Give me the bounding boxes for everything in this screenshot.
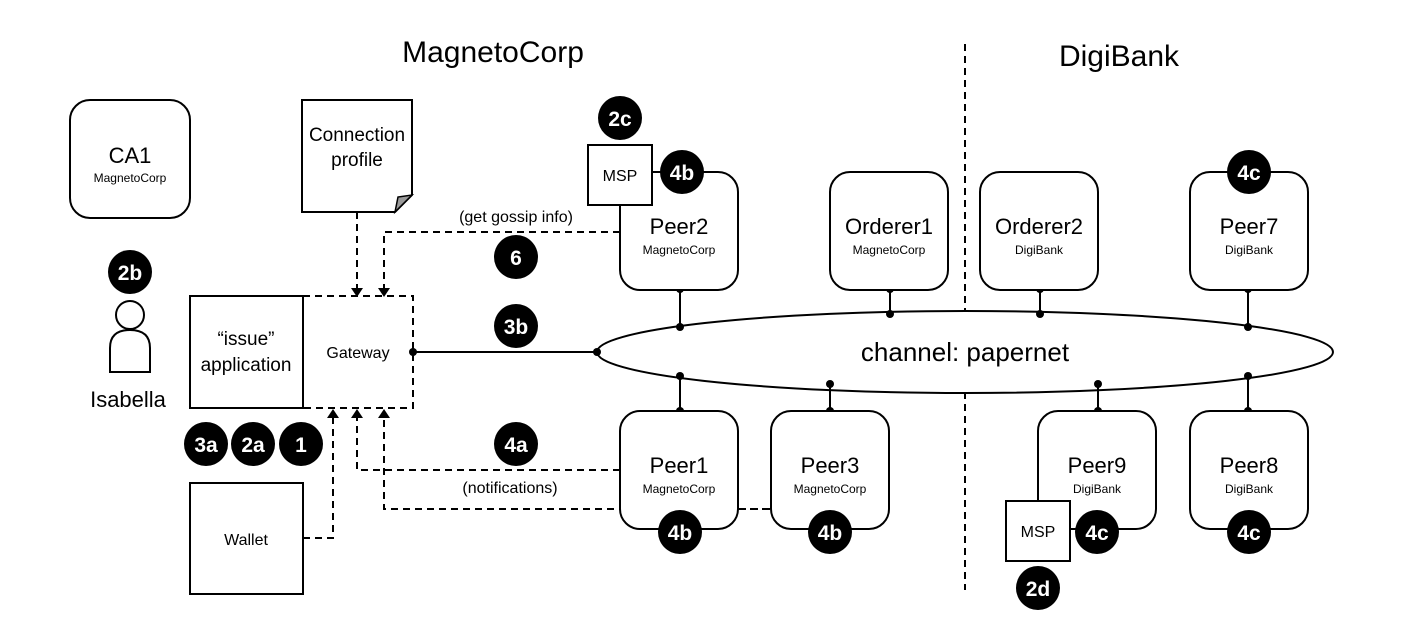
step-badge-2c: 2c <box>598 96 642 140</box>
svg-text:2d: 2d <box>1026 578 1051 601</box>
node-peer1[interactable]: Peer1 MagnetoCorp <box>619 410 739 530</box>
wallet-label: Wallet <box>224 532 268 549</box>
step-badge-4b-peer1: 4b <box>658 510 702 554</box>
svg-text:2a: 2a <box>241 434 265 457</box>
step-badge-3a: 3a <box>184 422 228 466</box>
gateway-channel-link <box>409 348 601 356</box>
notifications-label: (notifications) <box>462 480 557 497</box>
ca1-node[interactable]: CA1 MagnetoCorp <box>69 99 191 219</box>
peer7-org: DigiBank <box>1225 243 1274 257</box>
step-badge-6: 6 <box>494 235 538 279</box>
step-badge-4c-peer9: 4c <box>1075 510 1119 554</box>
svg-text:4c: 4c <box>1237 522 1261 545</box>
svg-text:3b: 3b <box>504 316 529 339</box>
msp-peer2[interactable]: MSP <box>587 144 653 206</box>
svg-text:4c: 4c <box>1085 522 1109 545</box>
svg-text:4c: 4c <box>1237 162 1261 185</box>
peer1-org: MagnetoCorp <box>643 482 716 496</box>
orderer1-org: MagnetoCorp <box>853 243 926 257</box>
peer2-org: MagnetoCorp <box>643 243 716 257</box>
msp-peer2-label: MSP <box>603 168 638 185</box>
svg-text:1: 1 <box>295 434 307 457</box>
svg-text:3a: 3a <box>194 434 218 457</box>
svg-text:4b: 4b <box>818 522 843 545</box>
gateway-label: Gateway <box>326 345 389 362</box>
step-badge-1: 1 <box>279 422 323 466</box>
step-badge-2a: 2a <box>231 422 275 466</box>
orderer2-org: DigiBank <box>1015 243 1064 257</box>
peer7-name: Peer7 <box>1220 214 1279 239</box>
step-badge-4c-peer7: 4c <box>1227 150 1271 194</box>
node-peer8[interactable]: Peer8 DigiBank <box>1189 410 1309 530</box>
svg-text:6: 6 <box>510 247 522 270</box>
channel-papernet[interactable]: channel: papernet <box>596 310 1334 394</box>
step-badge-3b: 3b <box>494 304 538 348</box>
application-line2: application <box>201 355 292 376</box>
msp-peer9-label: MSP <box>1021 524 1056 541</box>
orderer2-name: Orderer2 <box>995 214 1083 239</box>
peer3-org: MagnetoCorp <box>794 482 867 496</box>
wallet-to-gateway <box>303 409 339 539</box>
svg-text:2b: 2b <box>118 262 143 285</box>
svg-text:4a: 4a <box>504 434 528 457</box>
node-orderer2[interactable]: Orderer2 DigiBank <box>979 171 1099 291</box>
orderer1-name: Orderer1 <box>845 214 933 239</box>
svg-text:4b: 4b <box>668 522 693 545</box>
step-badge-4b-peer3: 4b <box>808 510 852 554</box>
node-peer3[interactable]: Peer3 MagnetoCorp <box>770 410 890 530</box>
channel-label: channel: papernet <box>861 337 1070 367</box>
peer8-name: Peer8 <box>1220 453 1279 478</box>
svg-text:2c: 2c <box>608 108 632 131</box>
ca1-name: CA1 <box>109 143 152 168</box>
notifications-flow <box>351 409 770 510</box>
step-badge-4c-peer8: 4c <box>1227 510 1271 554</box>
org-title-digibank: DigiBank <box>1059 40 1180 73</box>
gateway[interactable]: Gateway <box>303 295 414 409</box>
application-line1: “issue” <box>217 329 274 350</box>
step-badge-4b-peer2: 4b <box>660 150 704 194</box>
issue-application[interactable]: “issue” application <box>189 295 304 409</box>
peer2-name: Peer2 <box>650 214 709 239</box>
user-name: Isabella <box>90 387 167 412</box>
peer9-org: DigiBank <box>1073 482 1122 496</box>
node-orderer1[interactable]: Orderer1 MagnetoCorp <box>829 171 949 291</box>
msp-peer9[interactable]: MSP <box>1005 500 1071 562</box>
step-badge-4a: 4a <box>494 422 538 466</box>
connection-profile-line1: Connection <box>309 125 405 146</box>
connection-profile-line2: profile <box>331 150 383 171</box>
peer3-name: Peer3 <box>801 453 860 478</box>
wallet[interactable]: Wallet <box>189 482 304 595</box>
svg-text:4b: 4b <box>670 162 695 185</box>
connection-profile[interactable]: Connection profile <box>301 99 415 215</box>
person-icon <box>109 300 151 373</box>
peer9-name: Peer9 <box>1068 453 1127 478</box>
node-peer7[interactable]: Peer7 DigiBank <box>1189 171 1309 291</box>
connection-profile-to-gateway <box>351 212 363 297</box>
peer1-name: Peer1 <box>650 453 709 478</box>
user-isabella[interactable]: Isabella <box>90 300 167 412</box>
step-badge-2d: 2d <box>1016 566 1060 610</box>
gossip-flow <box>378 231 620 297</box>
node-peer9[interactable]: Peer9 DigiBank <box>1037 410 1157 530</box>
step-badge-2b: 2b <box>108 250 152 294</box>
ca1-org: MagnetoCorp <box>94 171 167 185</box>
org-title-magnetocorp: MagnetoCorp <box>402 36 584 69</box>
peer8-org: DigiBank <box>1225 482 1274 496</box>
gossip-label: (get gossip info) <box>459 209 573 226</box>
